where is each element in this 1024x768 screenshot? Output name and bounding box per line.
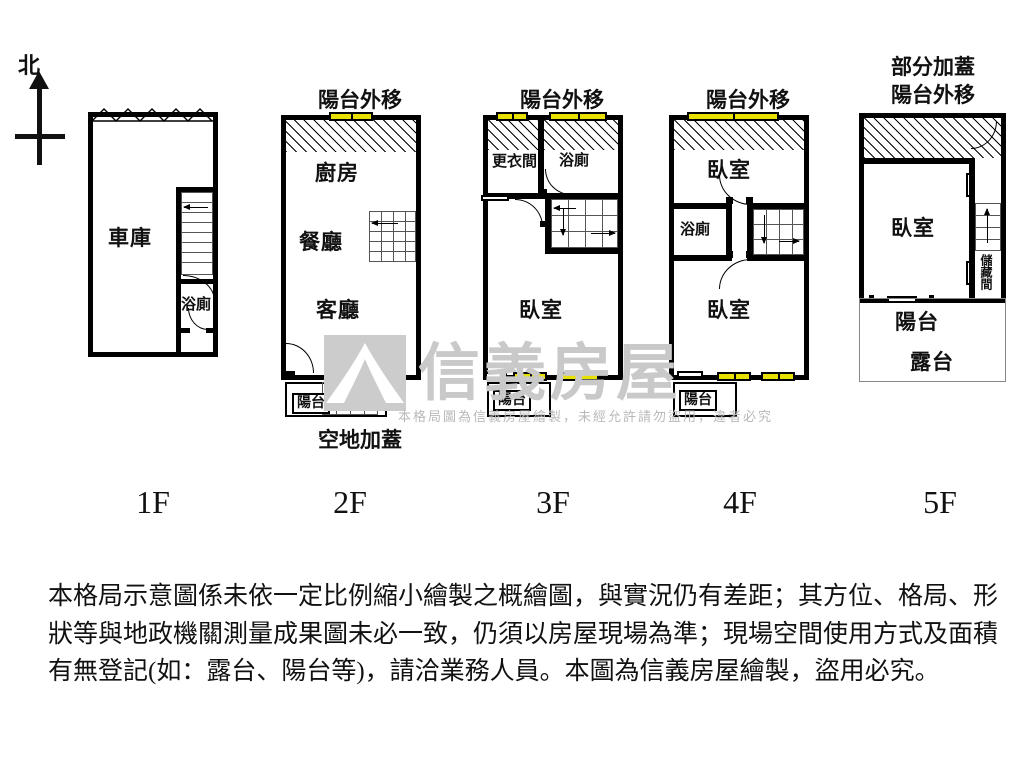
3f-partition-horizontal <box>488 193 618 199</box>
5f-balcony-jamb-left <box>869 295 874 303</box>
4f-mid-wall-upper <box>674 203 732 209</box>
3f-window-top-right <box>549 112 607 121</box>
5f-balcony-door <box>887 296 917 303</box>
room-label-2f-balcony: 陽台 <box>292 393 330 415</box>
room-label-2f-kitchen: 廚房 <box>315 161 359 185</box>
compass-cross <box>15 134 65 139</box>
5f-hatch-bottom-wall <box>864 158 974 164</box>
3f-closet-door-jamb <box>540 221 547 227</box>
floor-note-5f-top-line2: 陽台外移 <box>891 83 975 107</box>
compass-north-indicator: 北 <box>10 55 70 165</box>
room-label-4f-balcony: 陽台 <box>679 390 717 412</box>
2f-staircase <box>369 211 416 262</box>
4f-covered-area-hatch <box>674 120 804 150</box>
floorplan-1f: 浴廁 車庫 <box>88 108 218 357</box>
5f-stair-arrow-up <box>984 208 990 243</box>
room-label-5f-balcony: 陽台 <box>895 310 939 334</box>
room-label-3f-closet: 更衣間 <box>492 154 538 170</box>
1f-staircase <box>181 192 213 275</box>
2f-window-top <box>329 112 373 121</box>
3f-balcony-door <box>485 372 507 379</box>
floorplan-4f: 臥室 浴廁 臥室 <box>669 112 809 381</box>
3f-stair-arrow-up <box>553 205 576 211</box>
room-label-5f-storage: 儲藏間 <box>979 254 993 290</box>
4f-outer-wall <box>669 115 809 380</box>
2f-balcony-steps <box>322 382 378 415</box>
1f-stair-wall-left <box>176 187 181 279</box>
5f-terrace-outline <box>859 298 1006 382</box>
1f-bath-door-jamb-b <box>206 328 218 333</box>
5f-service-door-a <box>966 173 971 197</box>
floor-label-5f: 5F <box>923 484 957 520</box>
3f-covered-area-hatch-left <box>488 120 538 150</box>
5f-service-door-b <box>966 261 971 285</box>
floor-note-4f-top: 陽台外移 <box>706 88 790 112</box>
4f-window-top <box>687 112 779 121</box>
garage-door-icon <box>91 108 214 124</box>
room-label-3f-balcony: 陽台 <box>493 390 531 412</box>
room-label-4f-bathroom: 浴廁 <box>680 222 711 238</box>
floor-label-3f: 3F <box>536 484 570 520</box>
3f-partition-vertical <box>538 120 544 195</box>
4f-hall-jamb-b <box>726 251 733 258</box>
4f-mid-wall-lower <box>674 255 732 261</box>
room-label-3f-bedroom: 臥室 <box>519 298 563 322</box>
1f-stair-wall-top <box>176 187 218 192</box>
4f-hall-jamb-a <box>726 197 733 204</box>
3f-stair-arrow-down <box>560 209 566 236</box>
4f-bath-wall-right <box>726 203 732 261</box>
room-label-1f-garage: 車庫 <box>108 226 152 250</box>
5f-balcony-jamb-right <box>929 295 934 303</box>
north-arrow-icon <box>29 71 49 89</box>
room-label-5f-bedroom: 臥室 <box>891 216 935 240</box>
5f-service-wall <box>969 158 975 298</box>
compass-shaft <box>37 83 42 165</box>
room-label-4f-bedroom-south: 臥室 <box>707 298 751 322</box>
1f-stair-direction-arrow <box>183 204 208 210</box>
3f-window-bottom-right <box>559 372 599 381</box>
3f-stair-arrow-right <box>591 230 616 236</box>
disclaimer-text: 本格局示意圖係未依一定比例縮小繪製之概繪圖，與實況仍有差距；其方位、格局、形狀等… <box>48 583 999 685</box>
floor-note-2f-top: 陽台外移 <box>318 88 402 112</box>
4f-mid-wall-lower-right <box>747 255 804 261</box>
room-label-2f-living: 客廳 <box>316 298 360 322</box>
floor-label-1f: 1F <box>136 484 170 520</box>
3f-covered-area-hatch-right <box>544 120 618 150</box>
floorplan-5f: 臥室 儲藏間 <box>859 113 1006 303</box>
3f-window-top-left <box>496 112 528 121</box>
4f-staircase <box>753 209 804 255</box>
2f-stair-direction-arrow <box>371 220 398 226</box>
floorplan-3f: 更衣間 浴廁 臥室 <box>481 112 623 381</box>
4f-window-bottom-left <box>717 372 751 381</box>
floor-note-3f-top: 陽台外移 <box>520 88 604 112</box>
4f-stair-arrow-right <box>779 238 800 244</box>
2f-covered-area-hatch <box>286 120 416 152</box>
room-label-3f-bathroom: 浴廁 <box>559 153 590 169</box>
1f-bath-wall-left <box>176 279 181 357</box>
floor-note-5f-top-line1: 部分加蓋 <box>891 55 975 79</box>
2f-entry-jamb <box>283 371 295 377</box>
floorplan-2f: 廚房 餐廳 客廳 <box>281 112 421 381</box>
3f-window-bottom-left <box>513 372 547 381</box>
3f-staircase <box>551 199 618 248</box>
1f-bath-door-jamb-a <box>181 328 190 333</box>
floor-note-2f-bottom: 空地加蓋 <box>318 428 402 452</box>
floor-label-4f: 4F <box>723 484 757 520</box>
3f-side-window <box>481 195 509 201</box>
4f-window-bottom-right <box>761 372 795 381</box>
4f-stair-wall-left <box>747 203 753 261</box>
2f-window-bottom <box>329 372 375 381</box>
3f-bath-door-jamb <box>540 189 547 195</box>
4f-hall-jamb-d <box>746 251 753 258</box>
5f-staircase <box>975 203 1001 251</box>
3f-stair-wall-left <box>545 199 551 254</box>
floor-label-2f: 2F <box>333 484 367 520</box>
3f-stair-wall-bottom <box>545 248 618 254</box>
room-label-5f-terrace: 露台 <box>910 350 954 374</box>
4f-balcony-door <box>677 371 703 378</box>
4f-hall-jamb-c <box>746 197 753 204</box>
room-label-2f-dining: 餐廳 <box>299 230 343 254</box>
4f-stair-arrow-down <box>761 215 767 244</box>
4f-mid-wall-upper-right <box>747 203 804 209</box>
